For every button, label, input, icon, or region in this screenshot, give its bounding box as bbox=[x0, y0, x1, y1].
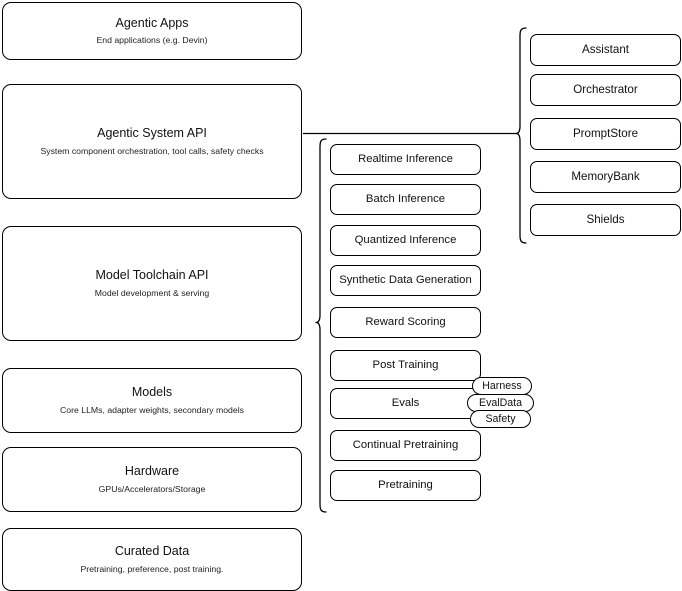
capability-continual-pretraining: Continual Pretraining bbox=[330, 430, 481, 461]
layer-subtitle: System component orchestration, tool cal… bbox=[40, 145, 264, 156]
layer-subtitle: Model development & serving bbox=[94, 287, 210, 298]
component-label: Assistant bbox=[581, 42, 630, 56]
brace-toolchain-capabilities bbox=[315, 138, 327, 513]
component-label: PromptStore bbox=[572, 126, 639, 140]
capability-label: Post Training bbox=[372, 359, 439, 372]
capability-batch-inference: Batch Inference bbox=[330, 184, 481, 215]
pill-label: Safety bbox=[485, 413, 516, 425]
layer-agentic-system-api: Agentic System API System component orch… bbox=[2, 84, 302, 199]
layer-models: Models Core LLMs, adapter weights, secon… bbox=[2, 368, 302, 433]
layer-title: Agentic System API bbox=[97, 126, 207, 141]
layer-subtitle: End applications (e.g. Devin) bbox=[96, 35, 208, 46]
layer-title: Model Toolchain API bbox=[95, 268, 209, 283]
evals-subcomponent-safety: Safety bbox=[470, 410, 531, 428]
component-promptstore: PromptStore bbox=[530, 118, 681, 150]
component-shields: Shields bbox=[530, 204, 681, 236]
pill-label: EvalData bbox=[479, 397, 522, 409]
layer-subtitle: Core LLMs, adapter weights, secondary mo… bbox=[60, 404, 244, 415]
capability-reward-scoring: Reward Scoring bbox=[330, 307, 481, 338]
layer-subtitle: Pretraining, preference, post training. bbox=[80, 563, 224, 574]
capability-post-training: Post Training bbox=[330, 350, 481, 381]
capability-label: Realtime Inference bbox=[358, 153, 453, 166]
component-assistant: Assistant bbox=[530, 34, 681, 66]
capability-label: Synthetic Data Generation bbox=[339, 274, 472, 287]
component-label: MemoryBank bbox=[571, 169, 640, 183]
capability-label: Batch Inference bbox=[365, 193, 446, 206]
capability-label: Reward Scoring bbox=[365, 316, 446, 329]
capability-label: Continual Pretraining bbox=[352, 439, 459, 452]
layer-title: Hardware bbox=[124, 464, 180, 479]
pill-label: Harness bbox=[482, 380, 522, 392]
capability-label: Evals bbox=[391, 397, 420, 410]
brace-agentic-system-components bbox=[515, 27, 527, 244]
capability-evals: Evals bbox=[330, 388, 481, 419]
layer-subtitle: GPUs/Accelerators/Storage bbox=[98, 483, 206, 494]
layer-model-toolchain-api: Model Toolchain API Model development & … bbox=[2, 226, 302, 341]
component-label: Shields bbox=[586, 212, 625, 226]
component-orchestrator: Orchestrator bbox=[530, 74, 681, 106]
capability-synthetic-data-generation: Synthetic Data Generation bbox=[330, 265, 481, 296]
component-memorybank: MemoryBank bbox=[530, 161, 681, 193]
evals-subcomponent-harness: Harness bbox=[472, 377, 532, 395]
capability-realtime-inference: Realtime Inference bbox=[330, 144, 481, 175]
component-label: Orchestrator bbox=[573, 82, 638, 96]
layer-curated-data: Curated Data Pretraining, preference, po… bbox=[2, 528, 302, 591]
capability-pretraining: Pretraining bbox=[330, 470, 481, 501]
layer-agentic-apps: Agentic Apps End applications (e.g. Devi… bbox=[2, 2, 302, 60]
layer-hardware: Hardware GPUs/Accelerators/Storage bbox=[2, 447, 302, 512]
layer-title: Models bbox=[131, 385, 173, 400]
layer-title: Curated Data bbox=[114, 544, 190, 559]
capability-quantized-inference: Quantized Inference bbox=[330, 225, 481, 256]
capability-label: Pretraining bbox=[378, 479, 433, 492]
capability-label: Quantized Inference bbox=[354, 234, 457, 247]
layer-title: Agentic Apps bbox=[115, 15, 189, 30]
